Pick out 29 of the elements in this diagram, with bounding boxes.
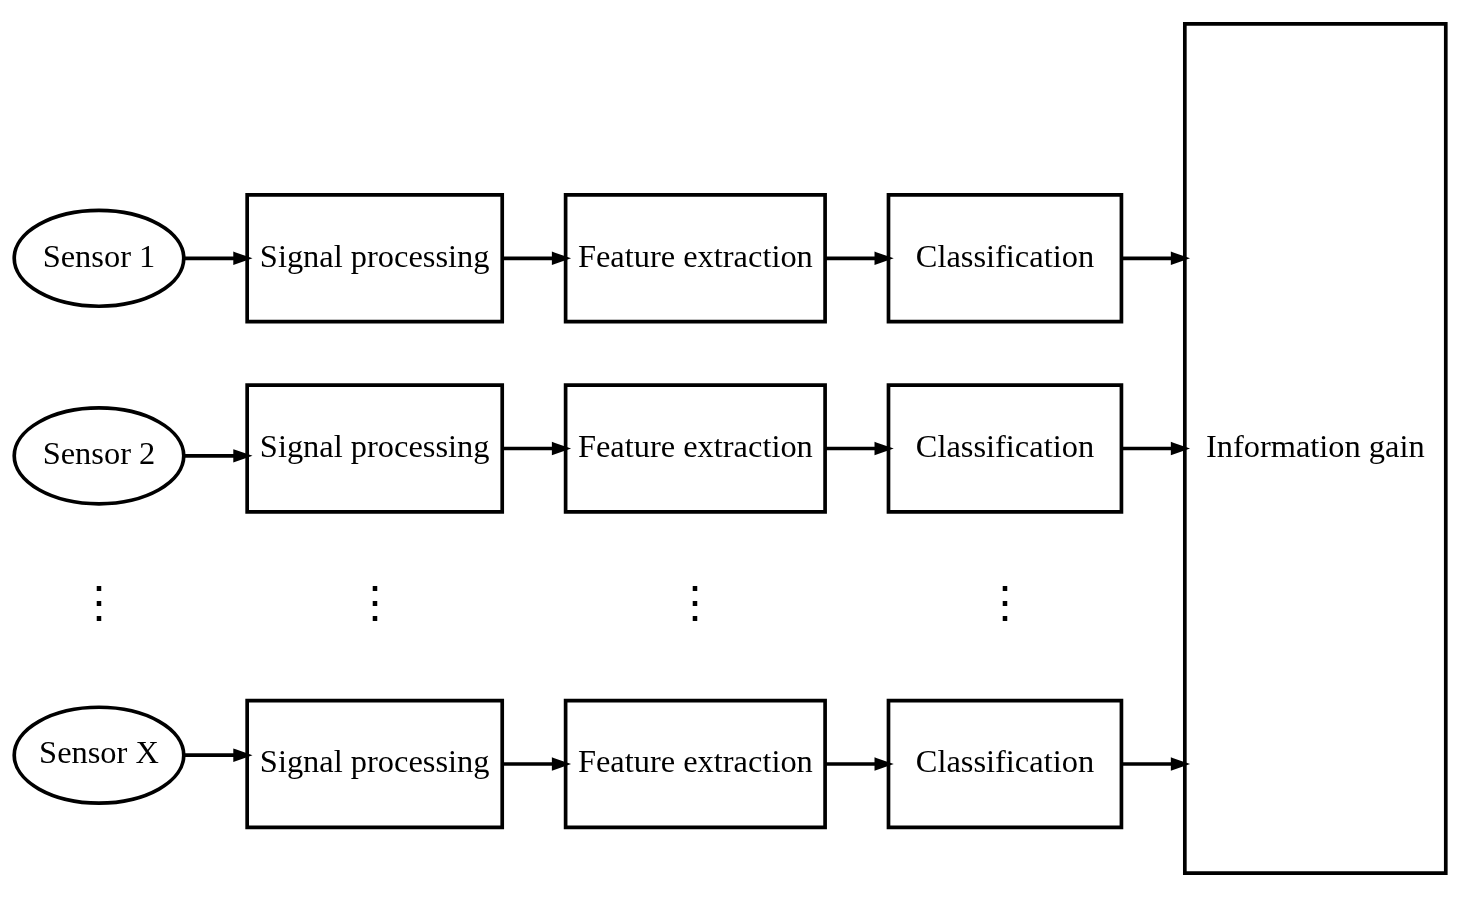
node-box: Feature extraction bbox=[563, 193, 827, 324]
arrow bbox=[502, 757, 572, 771]
arrow bbox=[183, 251, 253, 266]
node-box: Feature extraction bbox=[563, 698, 827, 830]
label: ⋮ bbox=[76, 578, 121, 628]
label: ⋮ bbox=[352, 578, 397, 628]
arrow bbox=[183, 748, 253, 762]
node-box: Classification bbox=[886, 383, 1124, 514]
node-box: Classification bbox=[886, 193, 1124, 324]
arrow bbox=[825, 757, 894, 771]
arrow bbox=[825, 251, 894, 266]
arrow bbox=[502, 251, 572, 266]
label: ⋮ bbox=[982, 578, 1027, 628]
node-box: Information gain bbox=[1183, 22, 1448, 875]
node-box: Signal processing bbox=[245, 383, 505, 514]
node-box: Signal processing bbox=[245, 698, 505, 830]
node-ellipse: Sensor 1 bbox=[12, 208, 186, 309]
arrow bbox=[1121, 757, 1191, 771]
arrow bbox=[825, 441, 894, 456]
node-ellipse: Sensor X bbox=[12, 705, 186, 805]
node-box: Signal processing bbox=[245, 193, 505, 324]
arrow bbox=[502, 441, 572, 456]
arrow bbox=[1121, 251, 1191, 266]
arrow bbox=[183, 449, 253, 463]
node-ellipse: Sensor 2 bbox=[12, 406, 186, 506]
node-box: Feature extraction bbox=[563, 383, 827, 514]
label: ⋮ bbox=[673, 578, 718, 628]
node-box: Classification bbox=[886, 698, 1124, 830]
arrow bbox=[1121, 441, 1191, 456]
